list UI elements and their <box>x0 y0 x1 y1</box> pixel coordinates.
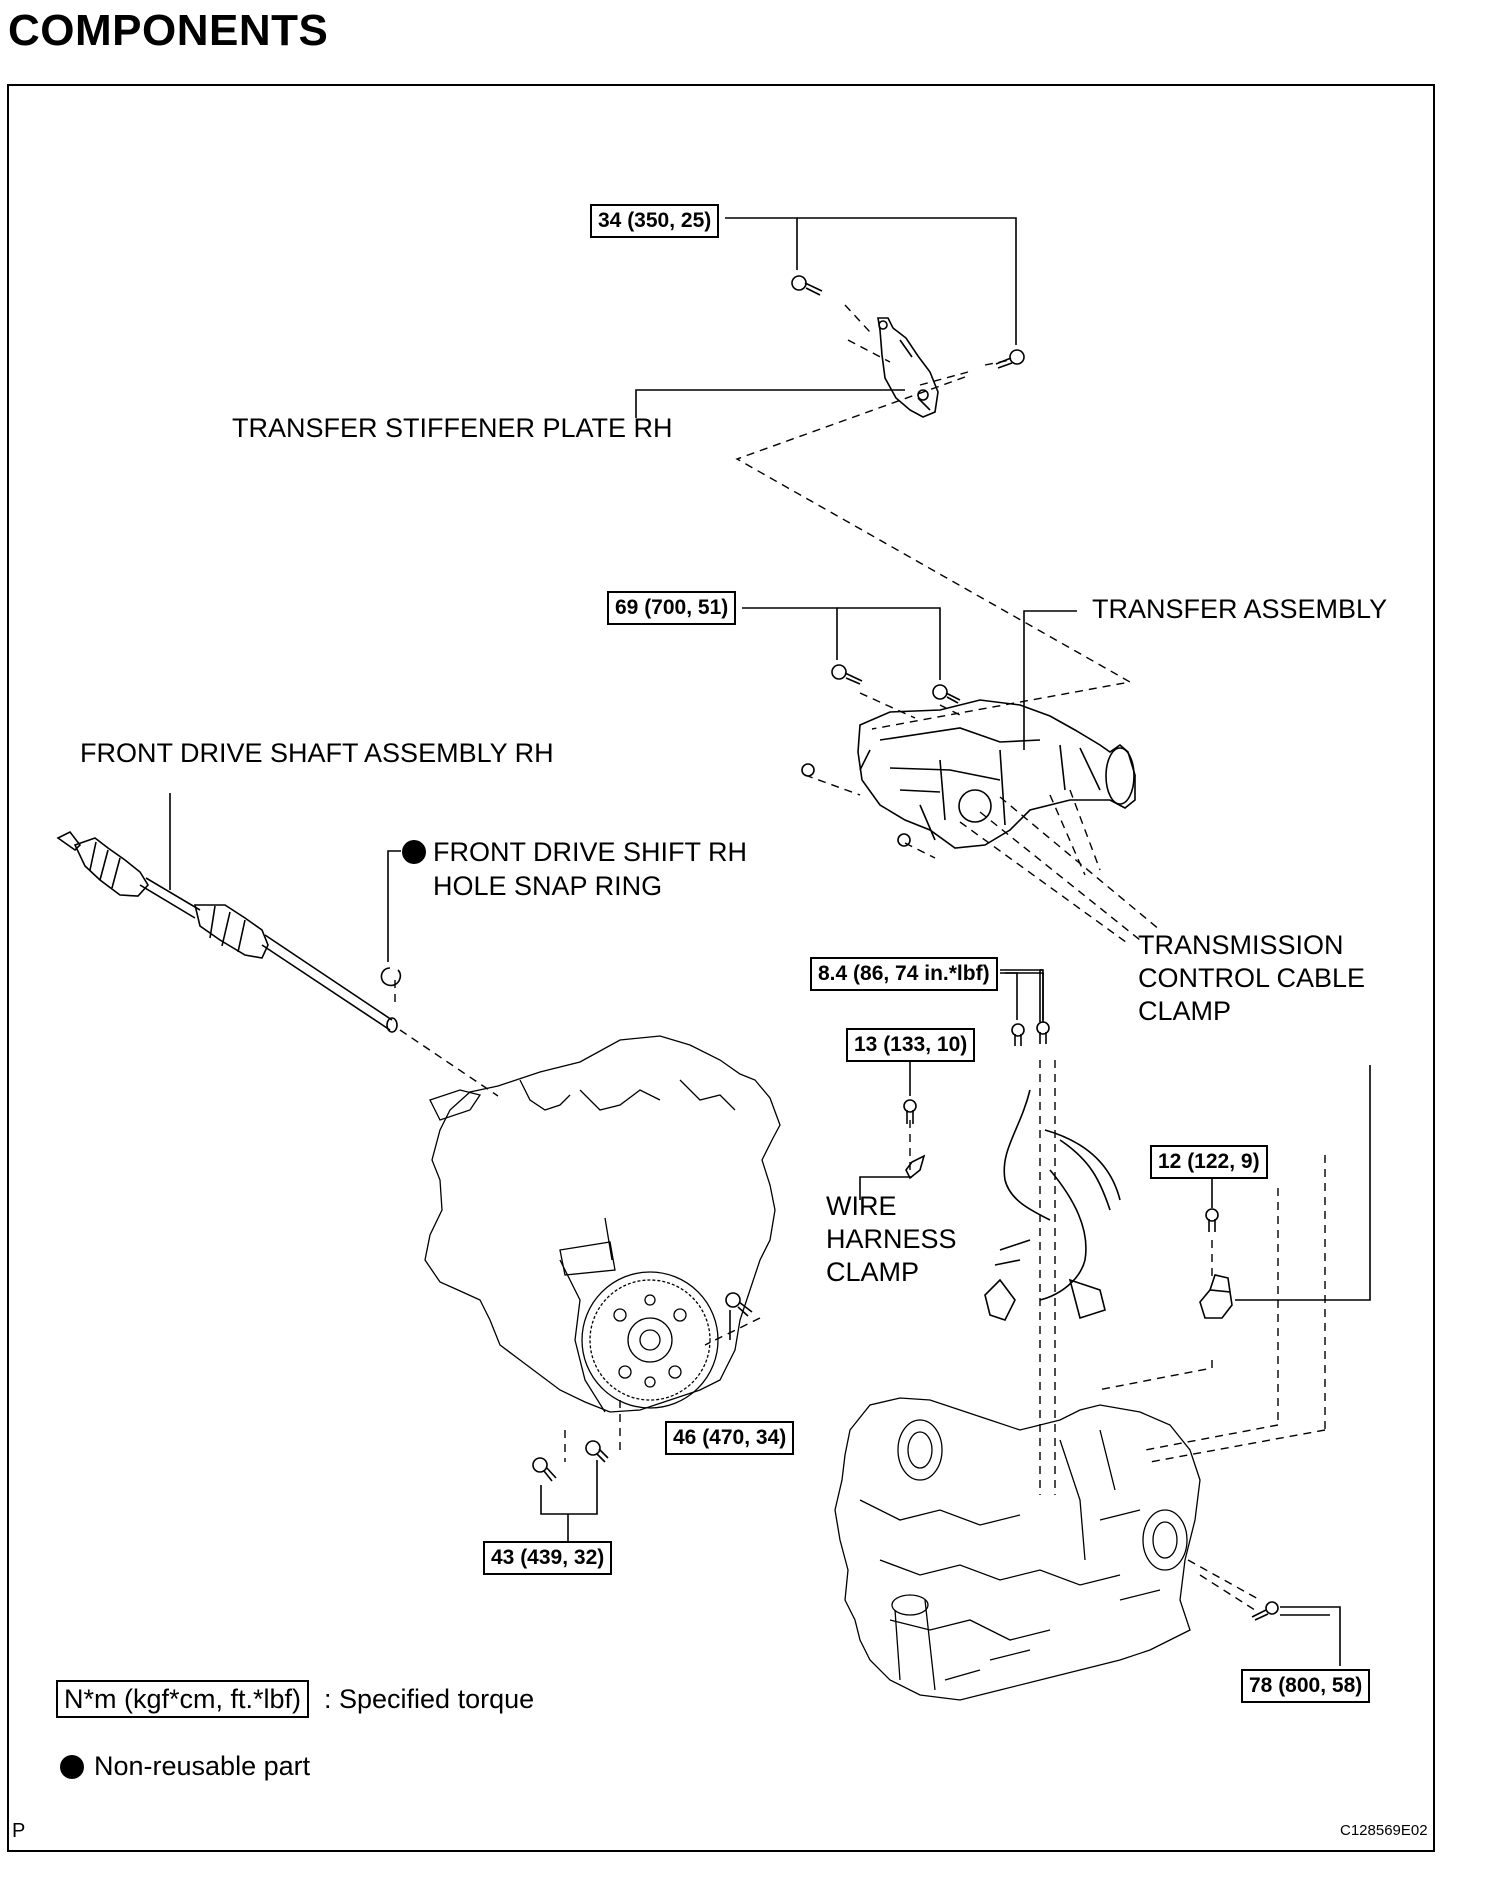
wire-harness-clamp <box>905 1154 926 1180</box>
label-front-drive-shaft: FRONT DRIVE SHAFT ASSEMBLY RH <box>80 738 554 768</box>
legend-non-reusable-icon <box>60 1755 84 1779</box>
bolt-84-a <box>1011 1023 1025 1046</box>
legend-torque-unit: N*m (kgf*cm, ft.*lbf) <box>56 1680 310 1718</box>
label-transfer-stiffener-plate: TRANSFER STIFFENER PLATE RH <box>232 413 673 443</box>
torque-label-34: 34 (350, 25) <box>590 204 720 238</box>
bolt-46 <box>725 1292 753 1317</box>
torque-label-13: 13 (133, 10) <box>846 1028 976 1062</box>
bolt-43-b <box>585 1440 609 1463</box>
transaxle <box>834 1397 1201 1701</box>
label-cable-clamp-line1: TRANSMISSION <box>1138 930 1344 960</box>
torque-label-12: 12 (122, 9) <box>1150 1145 1268 1179</box>
label-wire-harness-line2: HARNESS <box>826 1224 957 1254</box>
bolt-69-b <box>932 684 961 704</box>
label-wire-harness-line1: WIRE <box>826 1191 897 1221</box>
leader-lines <box>169 217 1371 1666</box>
control-cable-clamp <box>1199 1274 1233 1319</box>
front-drive-shaft <box>56 830 398 1033</box>
assembly-dashed-lines <box>394 304 1326 1613</box>
label-cable-clamp-line2: CONTROL CABLE <box>1138 963 1366 993</box>
bolt-34-b <box>995 349 1025 369</box>
bolt-13 <box>903 1099 917 1124</box>
label-snap-ring-line2: HOLE SNAP RING <box>433 871 663 901</box>
diagram-frame <box>7 84 1435 1852</box>
bolt-84-b <box>1036 1021 1050 1044</box>
bolt-78 <box>1251 1601 1279 1621</box>
transfer-stiffener-plate <box>877 317 939 418</box>
bolt-69-a <box>831 664 863 685</box>
bolt-34-a <box>791 275 823 296</box>
legend-non-reusable-text: Non-reusable part <box>94 1751 311 1781</box>
label-wire-harness-line3: CLAMP <box>826 1257 920 1287</box>
torque-label-78: 78 (800, 58) <box>1241 1669 1371 1703</box>
wiring-harness <box>984 1089 1121 1321</box>
label-cable-clamp-line3: CLAMP <box>1138 996 1232 1026</box>
label-snap-ring-line1: FRONT DRIVE SHIFT RH <box>433 837 748 867</box>
corner-letter: P <box>12 1820 26 1842</box>
transfer-small-bolts <box>801 763 911 847</box>
torque-label-46: 46 (470, 34) <box>665 1421 795 1455</box>
torque-label-69: 69 (700, 51) <box>607 591 737 625</box>
torque-label-43: 43 (439, 32) <box>483 1541 613 1575</box>
torque-label-8-4: 8.4 (86, 74 in.*lbf) <box>810 957 998 991</box>
snap-ring <box>380 967 402 987</box>
page-title: COMPONENTS <box>8 6 329 55</box>
non-reusable-marker <box>402 840 426 864</box>
label-transfer-assembly: TRANSFER ASSEMBLY <box>1092 594 1388 624</box>
engine <box>424 1035 781 1413</box>
figure-code: C128569E02 <box>1340 1822 1428 1839</box>
legend-torque-desc: : Specified torque <box>324 1684 535 1714</box>
bolt-12 <box>1205 1208 1219 1232</box>
bolt-43-a <box>532 1457 557 1482</box>
transfer-assembly <box>857 699 1136 849</box>
